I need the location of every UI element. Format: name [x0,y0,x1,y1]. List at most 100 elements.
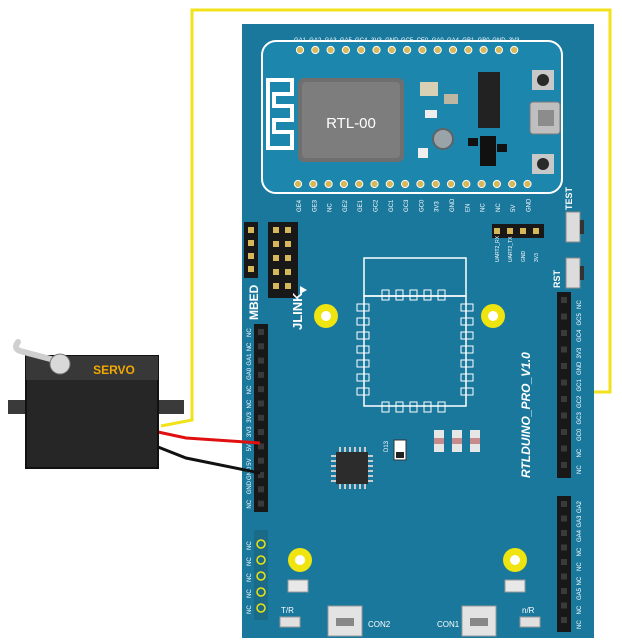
module-top-pin-label: GC4 [355,38,368,44]
nr-label: n/R [522,606,535,615]
power-wire [157,430,261,445]
uart-pin [520,228,526,234]
jlink-pin [273,255,279,261]
module-top-pin-label: GND [492,38,506,44]
uart-label: UART2_TX [508,236,514,262]
mcu-pad [356,345,370,354]
jlink-pin [285,241,291,247]
ic-leg [344,447,346,452]
small-header-label: NC [247,605,253,614]
mcu-pad [460,345,474,354]
module-top-pin [357,45,366,55]
mcu-pad [356,317,370,326]
ic-leg [368,475,373,477]
module-bottom-pin [462,179,471,189]
module-bottom-pin [416,179,425,189]
module-top-pin-label: GC5 [401,38,414,44]
right-header-label: GND [577,361,583,375]
small-header-label: NC [247,557,253,566]
right-header-label: GC4 [577,329,583,342]
module-bottom-pin-label: GC1 [389,199,395,212]
mcu-pad [460,331,474,340]
ic-leg [349,484,351,489]
module-top-pin [341,45,350,55]
module-bottom-pin [401,179,410,189]
test-label: TEST [564,186,574,210]
mcu-pad [437,401,446,413]
mbed-pin [248,253,254,259]
right-header-pin [561,346,567,353]
module-bottom-pin [477,179,486,189]
module-bottom-pin [339,179,348,189]
right-header-pin [561,297,567,303]
module-bottom-pin-label: GE1 [358,199,364,212]
module-bottom-pin-label: GC0 [419,199,425,212]
right-header2-label: NC [577,576,583,585]
board-name: RTLDUINO_PRO_V1.0 [519,352,533,478]
module-top-pin-label: GA0 [432,38,445,44]
module-bottom-pin [370,179,379,189]
ic-leg [364,484,366,489]
small-header-pin [256,587,266,597]
mounting-holes [288,304,527,572]
jlink-pin [285,227,291,233]
right-header-label: GC5 [577,313,583,326]
ic-leg [339,484,341,489]
left-header-label: 3V3 [247,426,253,437]
left-header-pin [258,357,264,364]
module-bottom-pin-label: NC [481,203,487,212]
left-header-label: NC [247,399,253,408]
left-header-label: 5V [247,444,253,451]
rst-label: RST [552,269,562,288]
jlink-label: JLINK [290,292,305,330]
signal-wire [160,8,612,428]
module-bottom-pin-label: EN [465,204,471,212]
right-header2-label: NC [577,605,583,614]
right-header2-pin [561,588,567,594]
module-top-pin-label: GA4 [447,38,460,44]
ic-leg [354,484,356,489]
small-header-pin [256,571,266,581]
right-header-label: GC1 [577,379,583,392]
module-bottom-pin-label: GC2 [374,199,380,212]
right-header2-pin [561,617,567,623]
small-header-pin [256,539,266,549]
right-header2-label: GA5 [577,587,583,600]
left-header-pin [258,500,264,507]
left-header-label: NC [247,385,253,394]
mbed-pin [248,240,254,246]
module-bottom-pin-label: GND [450,198,456,212]
module-top-pin-label: GA3 [325,38,338,44]
mcu-pad [356,373,370,382]
module-top-pin-label: CE0 [417,38,429,44]
mcu-pad [395,289,404,301]
right-header2-label: NC [577,547,583,556]
mbed-pin [248,227,254,233]
ic-leg [354,447,356,452]
right-header-pin [561,363,567,369]
module-top-pin [510,45,519,55]
module-top-pin [494,45,503,55]
right-header2-pin [561,602,567,609]
uart-pin [507,228,513,234]
servo-motor: SERVO [8,339,184,469]
right-header-pin [561,396,567,402]
module-bottom-pin-label: GC3 [404,199,410,212]
module-bottom-pin-label: GE3 [312,199,318,212]
right-header-pin [561,462,567,468]
test-button: TEST [564,186,584,243]
right-header2-pin [561,530,567,536]
ic-leg [331,465,336,467]
left-header-label: NC [247,342,253,351]
module-top-pin [387,45,396,55]
ic-leg [339,447,341,452]
module-bottom-pin-label: GE4 [297,199,303,212]
mcu-pad [381,289,390,301]
mcu-pad [356,331,370,340]
module-top-pin-label: GND [385,38,399,44]
module-bottom-pin [355,179,364,189]
module-bottom-pin [446,179,456,189]
